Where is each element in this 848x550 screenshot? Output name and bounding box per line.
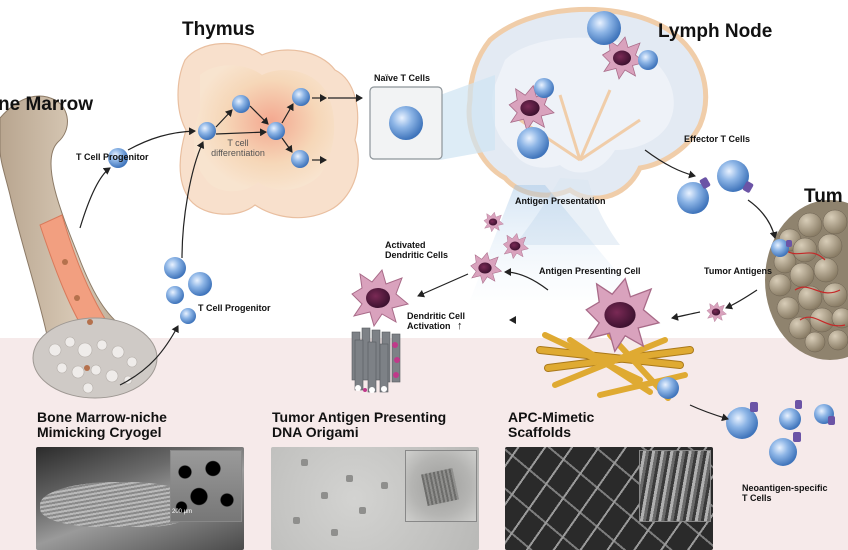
cryogel-line1: Bone Marrow-niche: [37, 409, 167, 425]
origami-particle: [293, 517, 300, 524]
scaffold-inset: [639, 450, 711, 522]
presentation-beam: [470, 185, 640, 300]
adc-line1: Activated: [385, 240, 426, 250]
label-t-cell-progenitor-top: T Cell Progenitor: [76, 152, 149, 162]
neo-line1: Neoantigen-specific: [742, 483, 828, 493]
label-naive-t-cells: Naïve T Cells: [374, 73, 431, 83]
diff-line2: differentiation: [211, 148, 265, 158]
label-antigen-presenting-cell: Antigen Presenting Cell: [539, 266, 641, 276]
platform-title-dna-origami: Tumor Antigen Presenting DNA Origami: [272, 410, 446, 440]
label-neoantigen-t-cells: Neoantigen-specific T Cells: [742, 483, 828, 503]
label-lymph-node: Lymph Node: [658, 21, 773, 42]
label-thymus: Thymus: [182, 19, 255, 40]
dca-line1: Dendritic Cell: [407, 311, 466, 321]
platform-title-cryogel: Bone Marrow-niche Mimicking Cryogel: [37, 410, 167, 440]
origami-inset-particle: [421, 468, 459, 506]
lymph-node-illustration: [466, 6, 709, 245]
label-tumor: Tum: [804, 186, 843, 207]
label-t-cell-progenitor-bottom: T Cell Progenitor: [198, 303, 271, 313]
origami-line2: DNA Origami: [272, 424, 359, 440]
origami-inset: [405, 450, 477, 522]
cryogel-line2: Mimicking Cryogel: [37, 424, 162, 440]
t-cells: [108, 11, 834, 466]
micrograph-cryogel: 200 μm: [36, 447, 244, 550]
scale-bar-label: 200 μm: [172, 509, 193, 515]
t-cell-receptors: [699, 177, 835, 442]
label-antigen-presentation: Antigen Presentation: [515, 196, 606, 206]
origami-particle: [346, 475, 353, 482]
origami-line1: Tumor Antigen Presenting: [272, 409, 447, 425]
origami-particle: [301, 459, 308, 466]
cryogel-slab: [40, 482, 190, 527]
origami-particle: [381, 482, 388, 489]
adc-line2: Dendritic Cells: [385, 250, 449, 260]
neo-line2: T Cells: [742, 493, 772, 503]
inset-beam: [440, 75, 495, 160]
apc-scaffold-rods: [536, 332, 694, 401]
micrograph-apc-scaffolds: [505, 447, 713, 550]
label-t-cell-differentiation: T cell differentiation: [198, 138, 278, 158]
scaffold-line1: APC-Mimetic: [508, 409, 595, 425]
diff-line1: T cell: [227, 138, 249, 148]
cryogel-inset: [170, 450, 242, 522]
label-bone-marrow: ne Marrow: [0, 94, 94, 115]
label-dendritic-cell-activation: Dendritic Cell Activation ↑: [407, 311, 466, 332]
dna-origami-bundle: [351, 327, 401, 393]
dca-line2: Activation: [407, 321, 451, 331]
scaffold-line2: Scaffolds: [508, 424, 572, 440]
origami-particle: [359, 507, 366, 514]
scale-bar: 200 μm: [172, 509, 192, 515]
dendritic-cells: [351, 36, 727, 353]
micrograph-dna-origami: [271, 447, 479, 550]
label-activated-dendritic-cells: Activated Dendritic Cells: [385, 240, 448, 260]
flow-arrows: [79, 94, 778, 422]
origami-particle: [331, 529, 338, 536]
label-effector-t-cells: Effector T Cells: [684, 134, 751, 144]
up-arrow-icon: ↑: [457, 320, 463, 332]
tumor-mass: [765, 200, 848, 360]
bone-illustration: [0, 95, 158, 399]
origami-particle: [321, 492, 328, 499]
platform-title-apc-scaffolds: APC-Mimetic Scaffolds: [508, 410, 594, 440]
label-tumor-antigens: Tumor Antigens: [704, 266, 772, 276]
